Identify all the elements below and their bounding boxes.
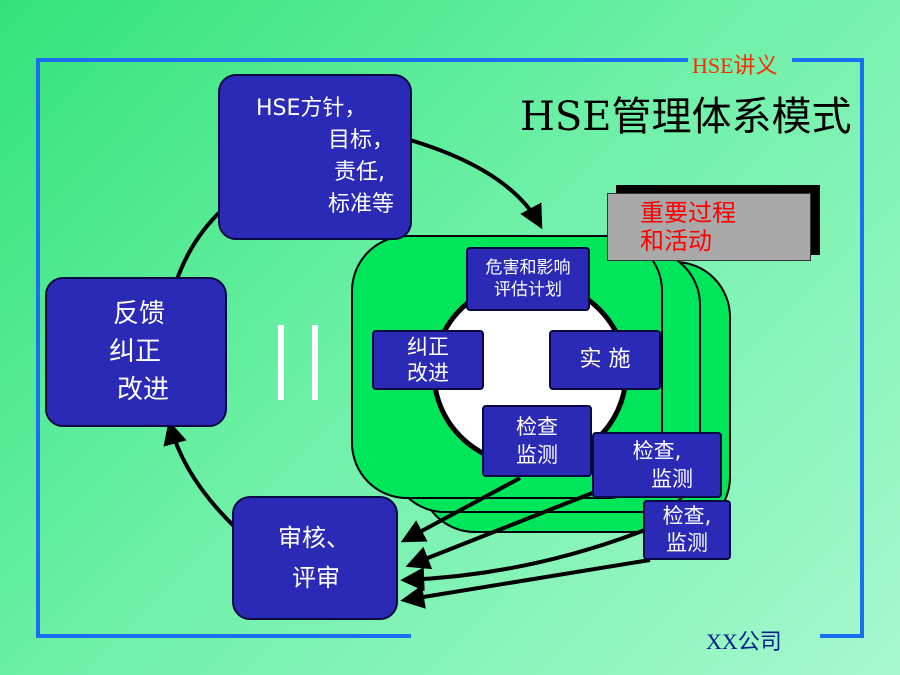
feedback-line-1: 反馈 [113, 299, 166, 329]
audit-box: 审核、 评审 [232, 496, 398, 620]
cycle-arc-policy-to-feedback [173, 208, 224, 286]
frame-top-right [792, 58, 864, 62]
feedback-box: 反馈 纠正 改进 [45, 277, 227, 427]
feedback-line-2: 纠正 [109, 337, 162, 367]
arrow-check-to-audit [400, 476, 521, 543]
hazard-line-2: 评估计划 [494, 280, 562, 300]
arrow-check2-to-audit-b [400, 558, 651, 609]
header-tag: HSE讲义 [692, 53, 778, 78]
arrow-check1-to-audit [405, 488, 601, 570]
policy-line-4: 标准等 [328, 192, 395, 217]
correct-box: 纠正 改进 [372, 330, 484, 390]
check-outer1-box: 检查, 监测 [592, 432, 722, 498]
hazard-box: 危害和影响 评估计划 [466, 247, 590, 311]
audit-line-2: 评审 [292, 564, 340, 592]
check-inner-line-2: 监测 [516, 443, 558, 467]
arrow-check2-to-audit-a [400, 526, 651, 592]
implement-label: 实 施 [579, 347, 631, 372]
correct-line-1: 纠正 [407, 335, 449, 359]
cycle-arc-policy-to-process [409, 138, 543, 230]
correct-line-2: 改进 [407, 361, 449, 385]
frame-top-left [38, 58, 688, 62]
hazard-line-1: 危害和影响 [485, 258, 571, 278]
important-line-2: 和活动 [640, 227, 712, 255]
frame-left [36, 58, 40, 638]
check-outer2-line-2: 监测 [666, 531, 708, 555]
important-line-1: 重要过程 [640, 199, 736, 227]
check-inner-line-1: 检查 [516, 415, 558, 439]
policy-box: HSE方针， 目标， 责任, 标准等 [218, 74, 412, 240]
check-outer2-box: 检查, 监测 [643, 500, 731, 560]
check-outer1-line-2: 监测 [651, 467, 693, 491]
frame-right [860, 58, 864, 638]
separator-bar-left [278, 325, 284, 400]
implement-box: 实 施 [549, 330, 661, 390]
audit-line-1: 审核、 [278, 524, 350, 552]
important-process-label: 重要过程 和活动 [607, 193, 811, 261]
feedback-line-3: 改进 [117, 375, 170, 405]
page-title: HSE管理体系模式 [520, 94, 852, 140]
company-label: XX公司 [706, 629, 782, 654]
frame-bottom-left [36, 634, 411, 638]
policy-line-1: HSE方针， [256, 96, 367, 121]
frame-bottom-right [820, 634, 864, 638]
cycle-arc-audit-to-feedback [163, 420, 240, 532]
check-outer1-line-1: 检查, [632, 439, 682, 463]
check-outer2-line-1: 检查, [662, 504, 712, 528]
policy-line-3: 责任, [334, 160, 385, 185]
policy-line-2: 目标， [328, 128, 395, 153]
separator-bar-right [312, 325, 318, 400]
check-inner-box: 检查 监测 [482, 405, 592, 477]
